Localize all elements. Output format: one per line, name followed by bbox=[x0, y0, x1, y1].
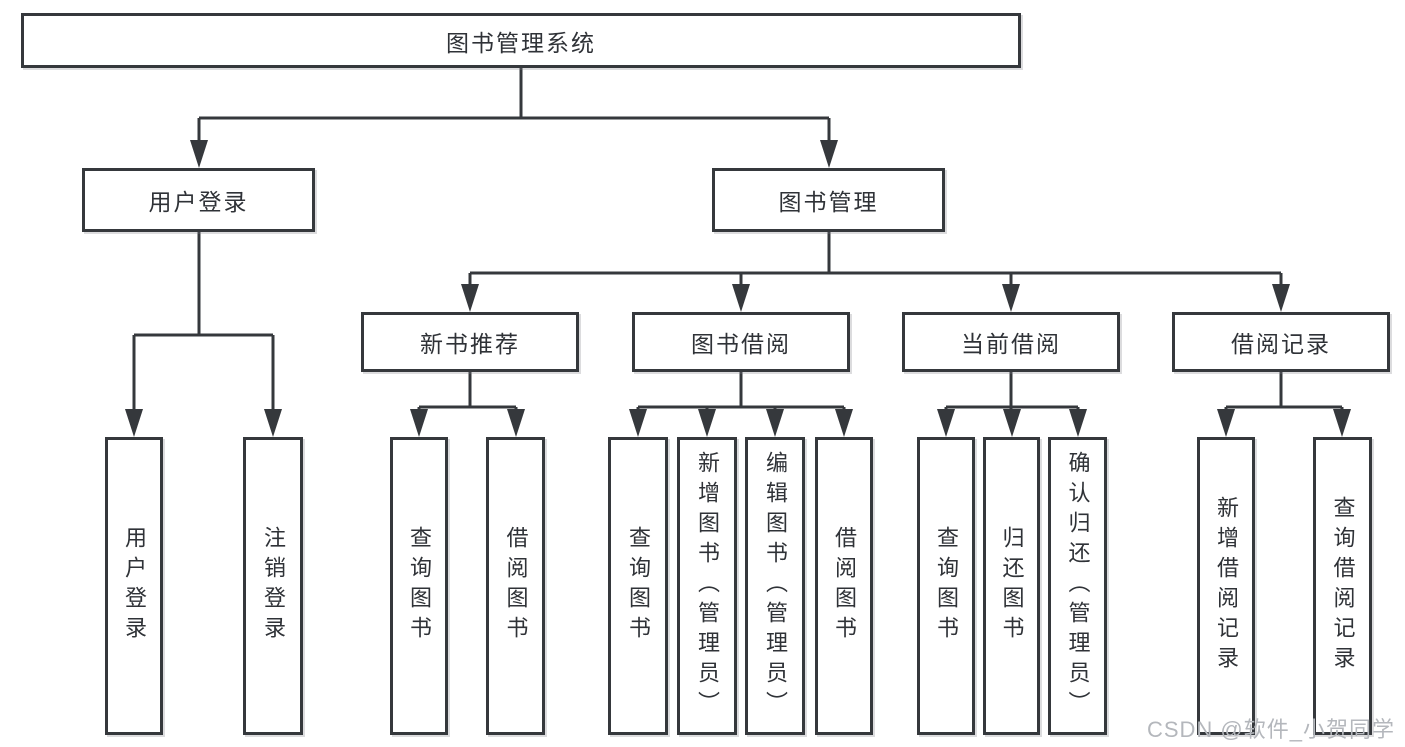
node-book-borrowing: 图书借阅 bbox=[632, 312, 850, 372]
leaf-query-borrow-record: 查询借阅记录 bbox=[1313, 437, 1372, 735]
node-new-book-recommendation: 新书推荐 bbox=[361, 312, 579, 372]
leaf-confirm-return-admin: 确认归还（管理员） bbox=[1048, 437, 1107, 735]
node-borrowing-records: 借阅记录 bbox=[1172, 312, 1390, 372]
watermark: CSDN @软件_小贺同学 bbox=[1146, 717, 1395, 742]
leaf-user-login: 用户登录 bbox=[105, 437, 163, 735]
leaf-borrow-books-recommend: 借阅图书 bbox=[486, 437, 545, 735]
leaf-add-borrow-record: 新增借阅记录 bbox=[1197, 437, 1255, 735]
leaf-borrow-books: 借阅图书 bbox=[815, 437, 873, 735]
node-library-system: 图书管理系统 bbox=[21, 13, 1021, 68]
leaf-query-books-current: 查询图书 bbox=[917, 437, 975, 735]
node-current-borrowing: 当前借阅 bbox=[902, 312, 1120, 372]
leaf-logout-login: 注销登录 bbox=[243, 437, 303, 735]
leaf-add-books-admin: 新增图书（管理员） bbox=[677, 437, 737, 735]
leaf-edit-books-admin: 编辑图书（管理员） bbox=[745, 437, 805, 735]
node-book-management: 图书管理 bbox=[712, 168, 945, 232]
leaf-query-books-recommend: 查询图书 bbox=[390, 437, 448, 735]
leaf-query-books-borrow: 查询图书 bbox=[608, 437, 668, 735]
node-user-login: 用户登录 bbox=[82, 168, 315, 232]
leaf-return-books: 归还图书 bbox=[983, 437, 1040, 735]
